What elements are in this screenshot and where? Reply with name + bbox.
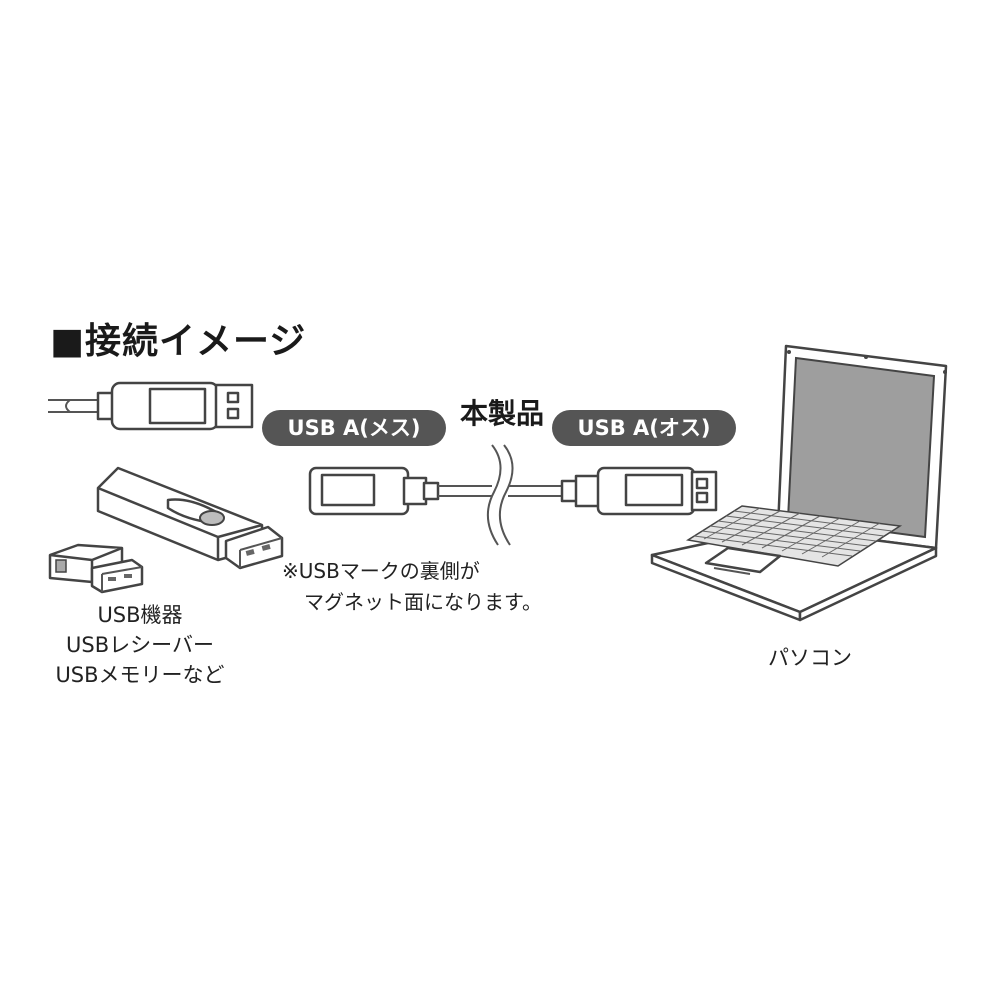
devices-line-1: USB機器 bbox=[97, 603, 183, 627]
magnet-note: ※USBマークの裏側が マグネット面になります。 bbox=[282, 556, 542, 618]
usb-memory-stick-icon bbox=[96, 466, 284, 570]
devices-line-2: USBレシーバー bbox=[66, 633, 214, 657]
usb-device-plug-icon bbox=[48, 381, 254, 431]
page-title: ■接続イメージ bbox=[50, 321, 307, 362]
devices-line-3: USBメモリーなど bbox=[55, 663, 225, 687]
usb-male-label: USB A(オス) bbox=[552, 410, 736, 446]
usb-female-label: USB A(メス) bbox=[262, 410, 446, 446]
usb-devices-caption: USB機器 USBレシーバー USBメモリーなど bbox=[30, 600, 250, 690]
usb-female-connector-icon bbox=[308, 466, 440, 516]
product-label: 本製品 bbox=[459, 397, 544, 430]
usb-male-connector-icon bbox=[560, 466, 718, 516]
note-line-1: ※USBマークの裏側が bbox=[282, 559, 480, 583]
laptop-icon bbox=[650, 344, 948, 622]
note-line-2: マグネット面になります。 bbox=[304, 590, 542, 614]
cable-icon bbox=[438, 444, 564, 546]
pc-caption: パソコン bbox=[768, 646, 852, 670]
usb-receiver-icon bbox=[48, 543, 144, 594]
